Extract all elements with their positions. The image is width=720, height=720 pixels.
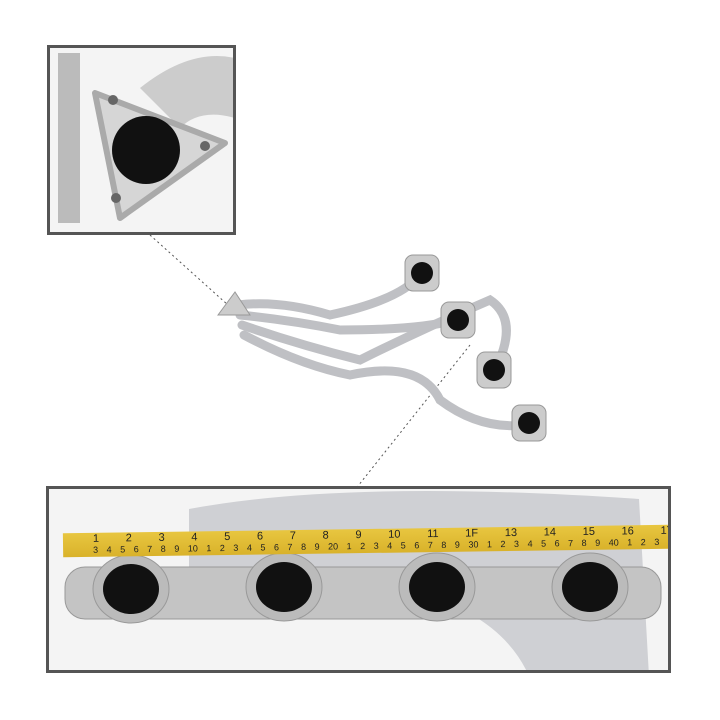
tape-cm-label: 4 [106, 544, 112, 555]
tape-cm-label: 4 [667, 536, 671, 547]
tape-cm-label: 8 [441, 539, 447, 550]
tape-inch-label: 13 [504, 526, 518, 540]
flange-closeup-inset [47, 45, 236, 235]
tape-cm-label: 6 [554, 538, 560, 549]
tape-inch-label: 14 [543, 526, 557, 539]
tape-cm-label: 3 [233, 542, 239, 553]
tape-cm-label: 9 [454, 539, 460, 550]
tape-inch-label: 17 [660, 524, 671, 537]
tape-cm-label: 5 [400, 540, 406, 551]
tape-cm-label: 3 [654, 536, 660, 548]
tape-inch-label: 10 [388, 528, 401, 541]
tape-cm-label: 2 [360, 541, 366, 552]
flange-closeup-image [58, 53, 233, 223]
tape-cm-label: 6 [414, 540, 420, 551]
tape-inch-label: 11 [427, 528, 439, 541]
tape-cm-label: 40 [608, 537, 619, 548]
tape-inch-label: 7 [289, 530, 297, 543]
tape-cm-label: 6 [273, 542, 280, 553]
tape-cm-label: 5 [260, 542, 266, 553]
tape-inch-label: 2 [125, 532, 132, 545]
tape-cm-label: 8 [160, 543, 166, 554]
tape-cm-label: 3 [513, 538, 520, 549]
tape-cm-label: 3 [93, 544, 99, 555]
tape-cm-label: 9 [174, 543, 180, 554]
tape-inch-label: 16 [621, 525, 634, 538]
tape-cm-label: 1 [627, 537, 633, 548]
tape-cm-label: 5 [540, 538, 547, 549]
tape-cm-label: 4 [527, 538, 533, 549]
tape-cm-label: 1 [486, 539, 493, 550]
tape-inch-label: 1F [465, 527, 479, 540]
tape-inch-label: 9 [355, 529, 362, 542]
tape-cm-label: 10 [187, 543, 198, 554]
tape-cm-label: 7 [568, 538, 574, 549]
tape-inch-label: 5 [224, 530, 231, 544]
tape-inch-label: 3 [158, 531, 165, 544]
tape-inch-label: 4 [191, 531, 198, 544]
tape-cm-label: 9 [314, 541, 320, 552]
tape-cm-label: 7 [287, 542, 293, 553]
tape-cm-label: 20 [328, 541, 339, 552]
tape-cm-label: 2 [500, 539, 506, 550]
tape-cm-label: 30 [468, 539, 479, 550]
tape-inch-label: 15 [582, 525, 595, 539]
tape-cm-label: 8 [581, 537, 587, 549]
tape-cm-label: 5 [120, 544, 126, 555]
tape-cm-label: 6 [133, 544, 139, 555]
tape-cm-label: 2 [219, 542, 225, 554]
tape-inch-label: 1 [92, 532, 100, 545]
tape-inch-label: 6 [256, 530, 264, 543]
tape-cm-label: 1 [206, 543, 212, 554]
header-flange-image [64, 491, 662, 670]
tape-cm-label: 1 [346, 541, 352, 552]
tape-cm-label: 2 [640, 537, 646, 548]
tape-cm-label: 8 [300, 541, 307, 552]
tape-cm-label: 4 [387, 540, 393, 551]
tape-cm-label: 9 [595, 537, 601, 548]
tape-cm-label: 4 [246, 542, 253, 553]
tape-inch-label: 8 [322, 529, 329, 542]
tape-cm-label: 3 [373, 540, 379, 551]
tape-cm-label: 7 [147, 544, 153, 555]
tape-cm-label: 7 [427, 540, 433, 551]
